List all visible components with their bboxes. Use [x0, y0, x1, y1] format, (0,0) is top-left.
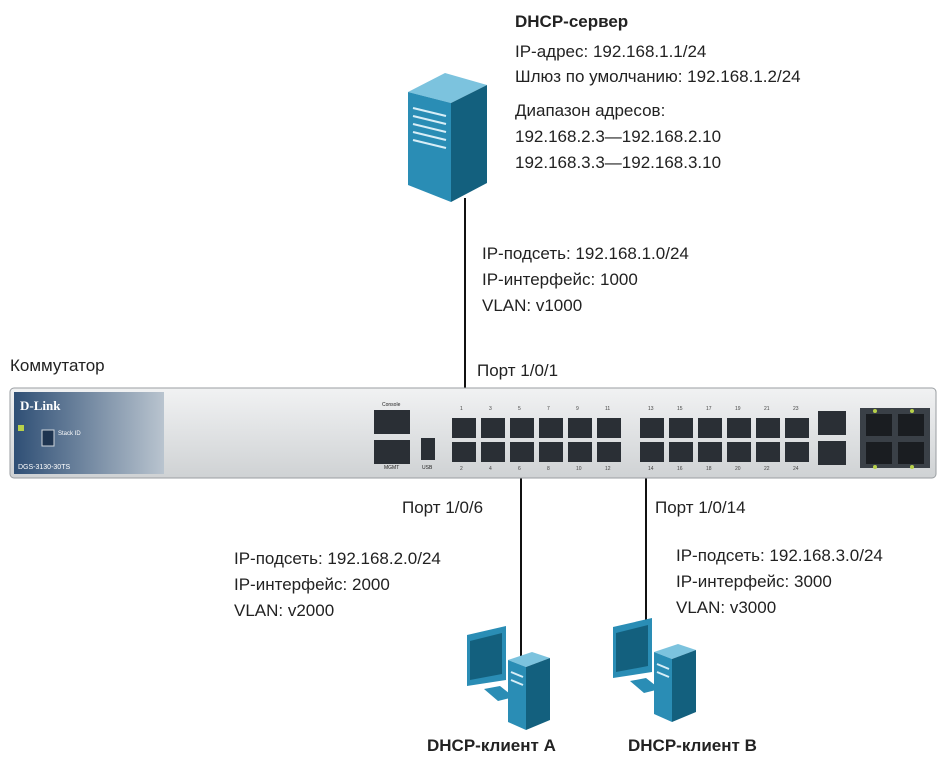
server-title: DHCP-сервер — [515, 12, 629, 31]
server-gateway: Шлюз по умолчанию: 192.168.1.2/24 — [515, 67, 801, 86]
switch-port-6 — [510, 442, 534, 462]
switch-port-23 — [785, 418, 809, 438]
switch-brand: D-Link — [20, 398, 61, 413]
port-number-label: 18 — [706, 466, 712, 472]
switch-port-16 — [669, 442, 693, 462]
link-switch-client-b — [645, 454, 647, 652]
port-number-label: 1 — [460, 406, 463, 412]
port-number-label: 13 — [648, 406, 654, 412]
port-number-label: 5 — [518, 406, 521, 412]
port-number-label: 23 — [793, 406, 799, 412]
uplink-subnet: IP-подсеть: 192.168.1.0/24 — [482, 244, 689, 263]
switch-port-2 — [452, 442, 476, 462]
switch-port-10 — [568, 442, 592, 462]
switch-port-7 — [539, 418, 563, 438]
switch-console-label: Console — [382, 402, 401, 408]
port-number-label: 8 — [547, 466, 550, 472]
switch-port-4 — [481, 442, 505, 462]
switch-port-22 — [756, 442, 780, 462]
port-number-label: 9 — [576, 406, 579, 412]
switch-label: Коммутатор — [10, 356, 105, 375]
switch-port-11 — [597, 418, 621, 438]
port-number-label: 16 — [677, 466, 683, 472]
switch-model: DGS-3130-30TS — [18, 464, 71, 471]
switch-stack-label: Stack ID — [58, 431, 81, 437]
port-number-label: 11 — [605, 406, 611, 412]
port-number-label: 3 — [489, 406, 492, 412]
client-b-name: DHCP-клиент B — [628, 736, 757, 755]
switch-port-17 — [698, 418, 722, 438]
switch-port-20 — [727, 442, 751, 462]
switch-port-9 — [568, 418, 592, 438]
client-a-subnet: IP-подсеть: 192.168.2.0/24 — [234, 549, 441, 568]
port-number-label: 19 — [735, 406, 741, 412]
client-b-vlan: VLAN: v3000 — [676, 598, 777, 617]
uplink-interface: IP-интерфейс: 1000 — [482, 270, 638, 289]
link-server-switch — [464, 198, 466, 420]
server-range-1: 192.168.2.3—192.168.2.10 — [515, 127, 722, 146]
port-number-label: 7 — [547, 406, 550, 412]
client-b-subnet: IP-подсеть: 192.168.3.0/24 — [676, 546, 883, 565]
switch-port-21 — [756, 418, 780, 438]
server-ip: IP-адрес: 192.168.1.1/24 — [515, 42, 707, 61]
switch-port-14 — [640, 442, 664, 462]
switch-port-3 — [481, 418, 505, 438]
switch-port-1 — [452, 418, 476, 438]
switch-port-24 — [785, 442, 809, 462]
switch-port-18 — [698, 442, 722, 462]
port-number-label: 24 — [793, 466, 799, 472]
port-number-label: 6 — [518, 466, 521, 472]
server-range-2: 192.168.3.3—192.168.3.10 — [515, 153, 722, 172]
switch-port-12 — [597, 442, 621, 462]
client-b-interface: IP-интерфейс: 3000 — [676, 572, 832, 591]
port-number-label: 12 — [605, 466, 611, 472]
port-number-label: 21 — [764, 406, 770, 412]
port-number-label: 10 — [576, 466, 582, 472]
client-a-vlan: VLAN: v2000 — [234, 601, 335, 620]
switch-port-13 — [640, 418, 664, 438]
port-number-label: 2 — [460, 466, 463, 472]
port-number-label: 15 — [677, 406, 683, 412]
client-a-port: Порт 1/0/6 — [402, 498, 484, 517]
port-number-label: 17 — [706, 406, 712, 412]
switch-port-8 — [539, 442, 563, 462]
uplink-vlan: VLAN: v1000 — [482, 296, 583, 315]
client-a-name: DHCP-клиент A — [427, 736, 556, 755]
uplink-port: Порт 1/0/1 — [477, 361, 559, 380]
port-number-label: 4 — [489, 466, 492, 472]
switch-port-19 — [727, 418, 751, 438]
switch-port-15 — [669, 418, 693, 438]
port-number-label: 14 — [648, 466, 654, 472]
client-a-interface: IP-интерфейс: 2000 — [234, 575, 390, 594]
link-switch-client-a — [520, 454, 522, 662]
port-number-label: 20 — [735, 466, 741, 472]
switch-usb-label: USB — [422, 465, 433, 471]
port-number-label: 22 — [764, 466, 770, 472]
client-b-port: Порт 1/0/14 — [655, 498, 746, 517]
switch-port-5 — [510, 418, 534, 438]
server-range-label: Диапазон адресов: — [515, 101, 666, 120]
switch-mgmt-label: MGMT — [384, 465, 400, 471]
